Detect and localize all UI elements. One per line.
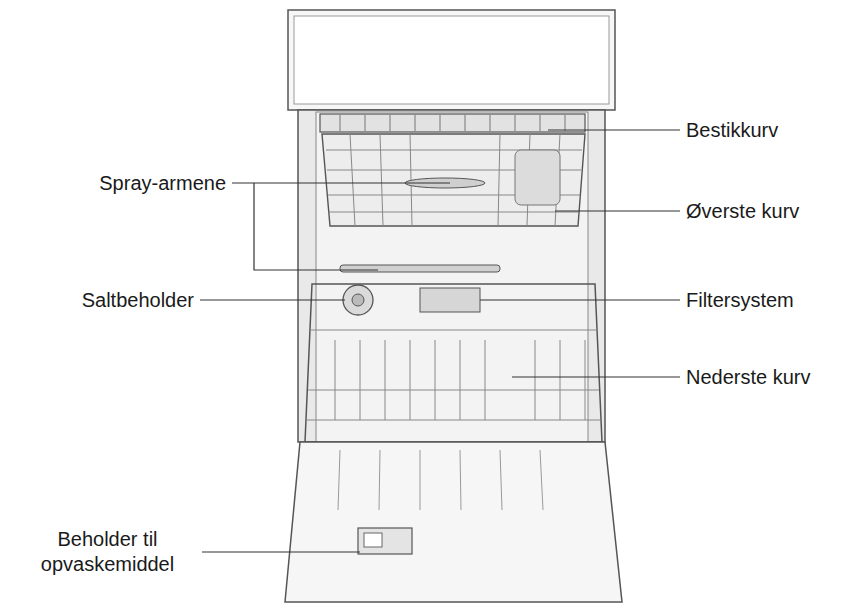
filter	[420, 288, 480, 312]
door	[285, 442, 622, 602]
lower-spray-arm	[340, 265, 500, 272]
leader-lines	[200, 130, 680, 552]
door-tines	[338, 450, 543, 510]
tub	[316, 112, 588, 442]
lower-rack	[305, 284, 602, 442]
salt-cap	[352, 294, 364, 306]
upper-rack	[322, 134, 585, 226]
detergent-lid	[364, 533, 382, 547]
detergent-holder	[358, 528, 412, 554]
body	[298, 110, 605, 442]
salt-holder	[343, 285, 373, 315]
lid	[288, 10, 615, 110]
part-label: Øverste kurv	[686, 199, 799, 224]
part-label: Beholder til opvaskemiddel	[20, 527, 195, 577]
part-label: Bestikkurv	[686, 118, 778, 143]
lid-top	[294, 16, 609, 104]
upper-rack-wires	[326, 134, 582, 226]
cutlery-basket	[320, 114, 585, 132]
cup-holder	[515, 150, 560, 205]
part-label: Filtersystem	[686, 288, 794, 313]
cutlery-ribs	[340, 115, 565, 131]
part-label: Spray-armene	[99, 171, 226, 196]
part-label: Saltbeholder	[82, 288, 194, 313]
part-label: Nederste kurv	[686, 365, 811, 390]
lower-rack-wires	[307, 330, 600, 420]
